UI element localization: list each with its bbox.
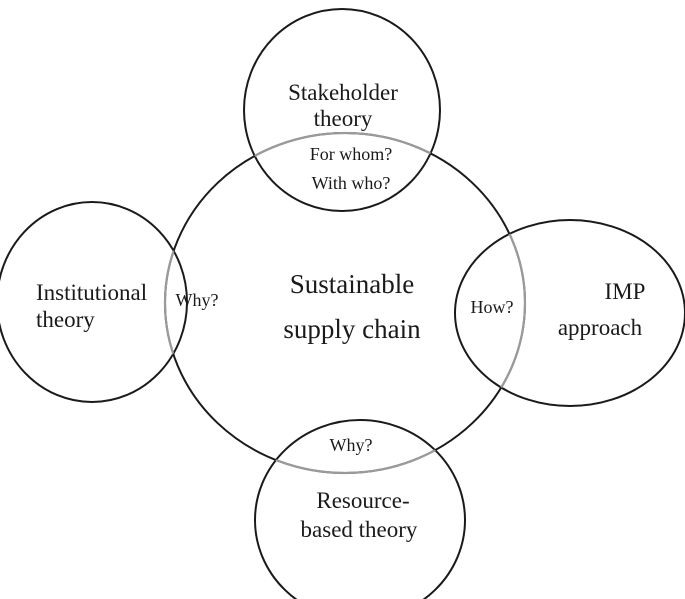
stakeholder-question-1: For whom? [310,144,393,164]
resource-question: Why? [330,435,373,455]
institutional-question: Why? [176,290,219,310]
imp-label-line1: IMP [605,279,646,304]
overlap-arc-bottom [255,420,465,475]
institutional-label-line1: Institutional [36,280,147,305]
imp-question: How? [471,297,514,317]
overlap-arc-right [455,220,527,406]
resource-label-line2: based theory [301,517,418,542]
institutional-label-line2: theory [36,307,95,332]
stakeholder-question-2: With who? [312,173,391,193]
stakeholder-circle [243,8,441,212]
resource-circle [254,419,466,599]
overlap-arc-top [244,131,440,211]
overlap-arc-left [163,202,187,402]
resource-label-line1: Resource- [316,488,409,513]
stakeholder-label-line1: Stakeholder [288,80,398,105]
imp-label-line2: approach [558,315,643,340]
center-label-line1: Sustainable [290,269,414,299]
institutional-circle [0,201,188,403]
stakeholder-label-line2: theory [314,106,373,131]
imp-circle [454,219,685,407]
center-label-line2: supply chain [283,314,421,344]
